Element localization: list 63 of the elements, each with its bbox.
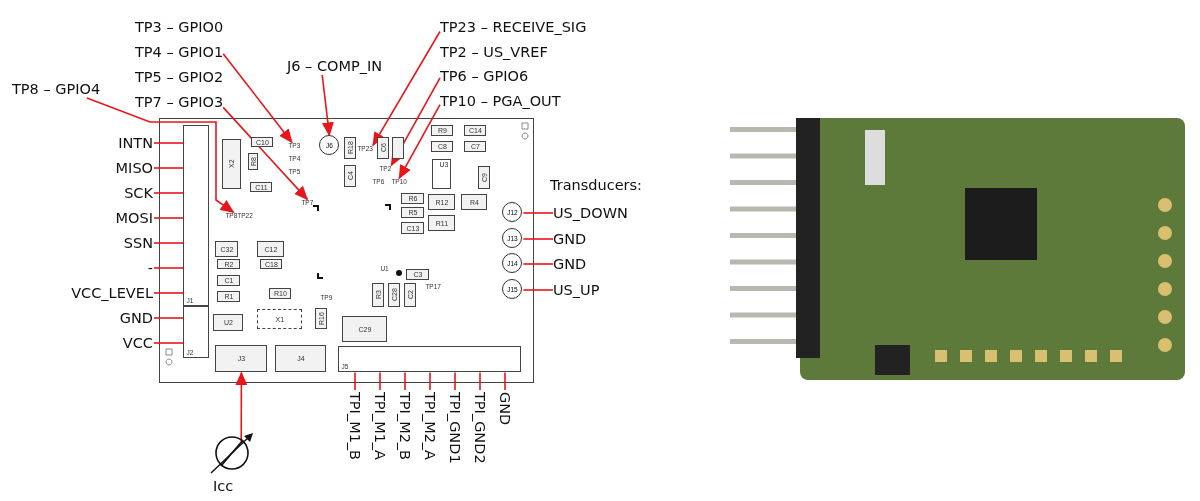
pin-label: INTN	[118, 134, 153, 152]
arrow	[222, 53, 293, 144]
connection-line	[429, 371, 431, 391]
pin-label: SCK	[124, 184, 153, 202]
callout-label: TP2 – US_VREF	[440, 43, 548, 61]
connection-line	[379, 371, 381, 391]
pin-label: -	[147, 259, 153, 277]
callout-label: TP23 – RECEIVE_SIG	[440, 18, 587, 36]
arrow	[372, 30, 441, 147]
arrow	[321, 74, 334, 137]
connection-line	[153, 342, 185, 344]
connection-line	[153, 292, 185, 294]
connection-line	[404, 371, 406, 391]
callout-label: J6 – COMP_IN	[287, 57, 383, 75]
arrow	[398, 103, 441, 180]
pin-label: GND	[119, 309, 153, 327]
connection-line	[153, 267, 185, 269]
arrow	[235, 371, 248, 442]
pin-label: VCC	[122, 334, 153, 352]
connection-line	[522, 238, 554, 240]
connection-line	[479, 371, 481, 391]
connection-line	[522, 263, 554, 265]
pin-label: TPI_GND1	[446, 392, 464, 464]
arrow	[86, 97, 235, 214]
callout-label: TP7 – GPIO3	[135, 93, 224, 111]
connection-line	[153, 192, 185, 194]
arrow	[390, 77, 441, 167]
pin-label: US_UP	[553, 281, 600, 299]
circuit-board-outline	[159, 118, 534, 383]
connection-line	[504, 371, 506, 391]
pin-label: TPI_M2_B	[396, 392, 414, 461]
connection-line	[522, 212, 554, 214]
connection-line	[153, 217, 185, 219]
pin-label: GND	[553, 230, 587, 248]
component-footprint	[392, 137, 405, 160]
connection-line	[354, 371, 356, 391]
callout-label: TP10 – PGA_OUT	[440, 92, 561, 110]
connection-line	[153, 142, 185, 144]
pin-label: VCC_LEVEL	[71, 284, 153, 302]
arrow	[222, 106, 309, 201]
pin-label: TPI_M2_A	[421, 392, 439, 461]
group-heading: Transducers:	[550, 176, 642, 194]
connection-line	[153, 317, 185, 319]
connection-line	[153, 167, 185, 169]
current-label: Icc	[213, 477, 234, 495]
pin-label: MISO	[115, 159, 153, 177]
pin-label: GND	[496, 392, 514, 426]
pin-label: MOSI	[115, 209, 153, 227]
pin-label: TPI_M1_A	[371, 392, 389, 461]
callout-label: TP8 – GPIO4	[12, 80, 101, 98]
pin-label: US_DOWN	[553, 204, 628, 222]
pin-label: SSN	[123, 234, 153, 252]
connection-line	[522, 289, 554, 291]
callout-label: TP3 – GPIO0	[135, 18, 224, 36]
pin-label: TPI_GND2	[471, 392, 489, 464]
pin-label: GND	[553, 255, 587, 273]
connection-line	[454, 371, 456, 391]
callout-label: TP5 – GPIO2	[135, 68, 224, 86]
callout-label: TP4 – GPIO1	[135, 43, 224, 61]
pin-label: TPI_M1_B	[346, 392, 364, 461]
connection-line	[153, 242, 185, 244]
callout-label: TP6 – GPIO6	[440, 67, 529, 85]
ammeter-icon	[209, 431, 255, 475]
